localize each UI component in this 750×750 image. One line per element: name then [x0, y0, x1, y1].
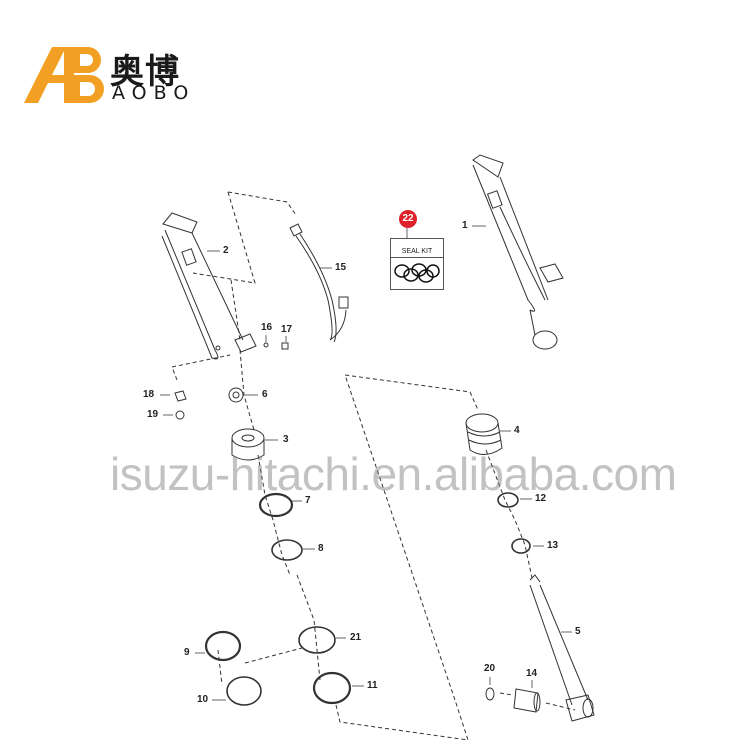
aobo-logo-icon — [24, 47, 104, 103]
part-label-18: 18 — [143, 389, 155, 400]
part-label-2: 2 — [223, 245, 229, 256]
part-label-19: 19 — [147, 409, 159, 420]
part-label-20: 20 — [484, 663, 496, 674]
part-13-ring — [511, 538, 531, 554]
part-label-17: 17 — [281, 324, 293, 335]
part-label-13: 13 — [547, 540, 559, 551]
part-12-ring — [497, 492, 519, 508]
seal-kit-box: SEAL KIT — [390, 238, 444, 290]
part-label-5: 5 — [575, 626, 581, 637]
part-1-tube — [472, 154, 564, 350]
part-label-7: 7 — [305, 495, 311, 506]
part-7-oring — [258, 492, 294, 518]
brand-name-en: AOBO — [112, 82, 196, 104]
part-15-pipe — [289, 223, 349, 343]
part-label-14: 14 — [526, 668, 538, 679]
seal-kit-number-badge: 22 — [399, 210, 417, 228]
part-label-4: 4 — [514, 425, 520, 436]
part-label-16: 16 — [261, 322, 273, 333]
seal-kit-label: SEAL KIT — [391, 248, 443, 258]
part-3-piston — [231, 428, 265, 461]
part-label-6: 6 — [262, 389, 268, 400]
part-label-10: 10 — [197, 694, 209, 705]
part-11-oring — [312, 671, 352, 705]
part-label-8: 8 — [318, 543, 324, 554]
part-label-15: 15 — [335, 262, 347, 273]
part-8-backup-ring — [271, 539, 303, 561]
part-label-9: 9 — [184, 647, 190, 658]
seal-rings-icon — [394, 263, 440, 283]
part-label-3: 3 — [283, 434, 289, 445]
part-5-rod — [529, 574, 595, 722]
part-21-backup-ring — [298, 626, 336, 654]
part-9-oring — [204, 630, 242, 662]
part-14-bushing — [513, 688, 541, 713]
brand-name-cn: 奥博 — [110, 52, 180, 92]
part-2-tube — [161, 212, 257, 360]
part-18-fitting — [174, 390, 187, 402]
part-20-seal — [485, 687, 495, 701]
part-4-piston — [465, 413, 503, 455]
part-10-backup-ring — [226, 676, 262, 706]
part-19-nut — [175, 410, 185, 420]
part-16-ball — [263, 342, 269, 348]
part-label-12: 12 — [535, 493, 547, 504]
part-label-11: 11 — [367, 680, 378, 691]
watermark-text: isuzu-hitachi.en.alibaba.com — [110, 448, 677, 500]
part-label-1: 1 — [462, 220, 468, 231]
part-label-21: 21 — [350, 632, 362, 643]
part-17-plug — [281, 342, 289, 350]
part-6-nut — [228, 387, 244, 403]
